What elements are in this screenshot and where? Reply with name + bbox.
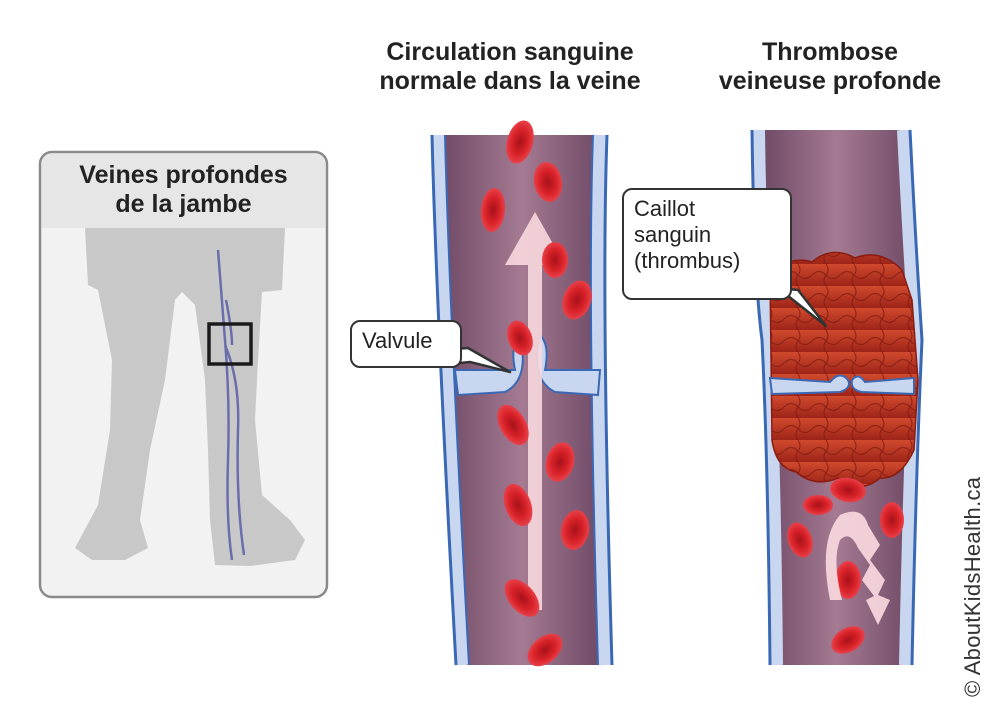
turbulent-flow-arrow xyxy=(825,511,890,625)
clot-label-line1: Caillot xyxy=(634,196,696,221)
dvt-vein xyxy=(750,129,924,666)
dvt-heading: Thrombose veineuse profonde xyxy=(700,38,960,96)
blood-cells-normal xyxy=(480,120,592,667)
normal-heading-line1: Circulation sanguine xyxy=(386,38,634,66)
clot-label-line3: (thrombus) xyxy=(634,248,741,273)
leg-panel xyxy=(38,150,329,599)
leg-deep-vein xyxy=(216,249,246,561)
dvt-heading-line1: Thrombose xyxy=(761,38,899,66)
normal-vein-wall-right xyxy=(603,134,614,666)
leg-panel-title-line2: de la jambe xyxy=(115,190,252,218)
normal-vein xyxy=(430,120,614,667)
normal-circulation-heading: Circulation sanguine normale dans la vei… xyxy=(360,38,660,96)
dvt-valve-left xyxy=(768,374,850,396)
leg-panel-title-line1: Veines profondes xyxy=(79,161,288,189)
clot-callout: Caillot sanguin (thrombus) xyxy=(622,188,792,300)
dvt-heading-line2: veineuse profonde xyxy=(718,67,942,95)
blood-clot xyxy=(769,251,919,488)
clot-label-line2: sanguin xyxy=(634,222,712,247)
dvt-vein-wall-right xyxy=(908,129,924,666)
copyright-credit: © AboutKidsHealth.ca xyxy=(960,476,985,697)
flow-arrow-up xyxy=(505,212,565,610)
valve-callout: Valvule xyxy=(350,320,462,368)
valve-label: Valvule xyxy=(362,328,433,353)
normal-heading-line2: normale dans la veine xyxy=(379,67,641,95)
zoom-box xyxy=(207,322,253,366)
leg-panel-header xyxy=(42,154,325,228)
blood-cells-dvt xyxy=(787,477,904,654)
leg-silhouette xyxy=(75,228,305,566)
dvt-valve-right xyxy=(850,375,915,396)
leg-panel-title: Veines profondes de la jambe xyxy=(40,152,327,228)
